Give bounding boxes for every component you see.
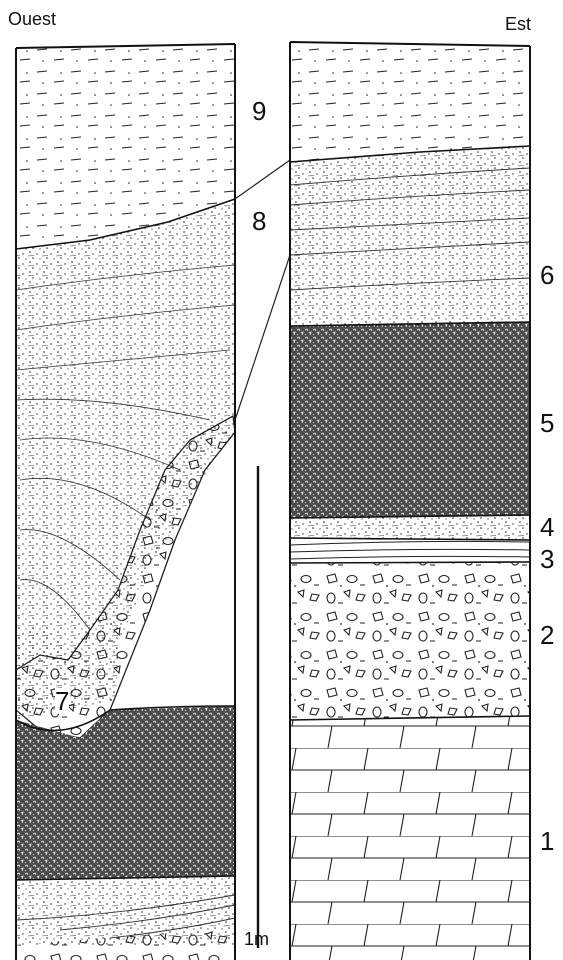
west-layer-label-7: 7 (55, 688, 69, 714)
label-ouest: Ouest (8, 10, 56, 28)
west-layer-label-8: 8 (252, 208, 266, 234)
east-layer-1-limestone (290, 716, 530, 960)
west-dense-layer (16, 706, 235, 880)
east-layer-label-2: 2 (540, 622, 554, 648)
east-column (290, 42, 530, 960)
east-layer-label-6: 6 (540, 262, 554, 288)
east-layer-9-silt (290, 42, 530, 162)
east-layer-label-4: 4 (540, 514, 554, 540)
label-est: Est (505, 15, 531, 33)
east-layer-5-dense (290, 322, 530, 518)
scale-bar-label: 1m (244, 930, 269, 948)
west-layer-label-9: 9 (252, 98, 266, 124)
east-layer-3 (290, 541, 530, 559)
correlation-lines (235, 160, 290, 420)
east-layer-2-gravel (290, 562, 530, 720)
east-layer-4-sand (290, 515, 530, 540)
west-column (16, 44, 235, 960)
east-layer-label-1: 1 (540, 828, 554, 854)
east-layer-label-5: 5 (540, 410, 554, 436)
east-layer-6-laminated-sand (290, 146, 530, 326)
east-layer-label-3: 3 (540, 546, 554, 572)
